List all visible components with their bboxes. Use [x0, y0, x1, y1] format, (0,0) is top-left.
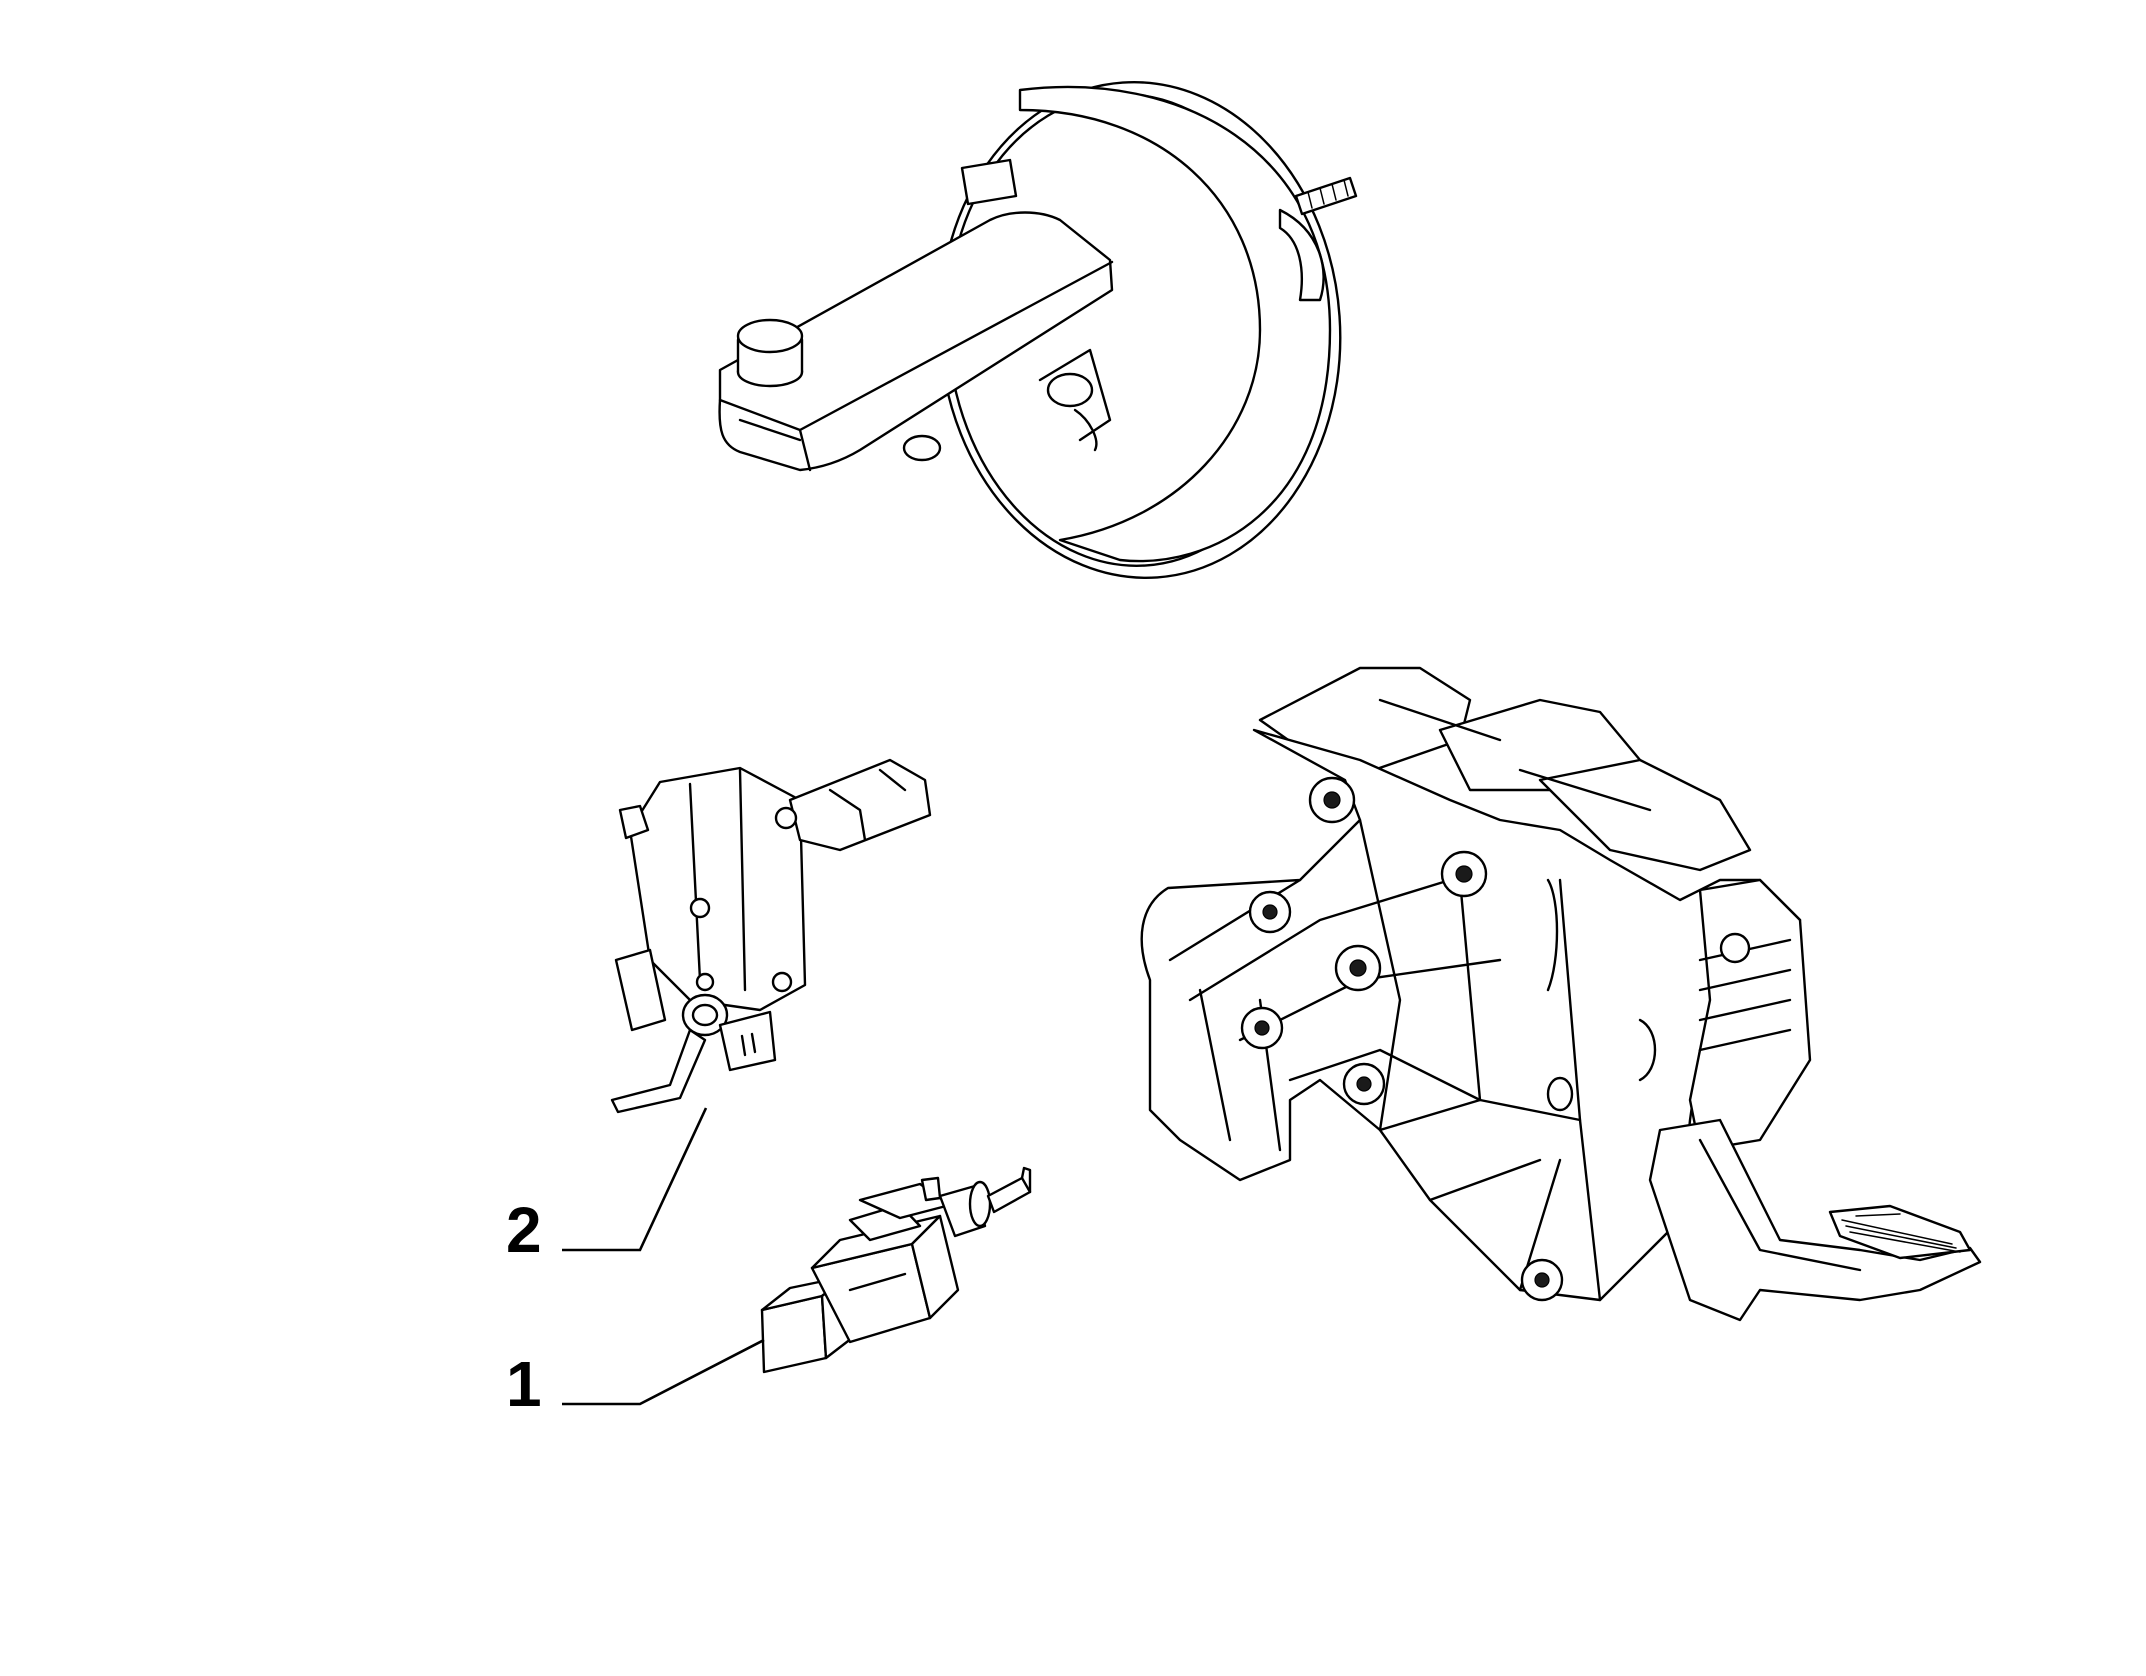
- callout-label-2: 2: [506, 1194, 542, 1266]
- callout-2: 2: [506, 1107, 708, 1266]
- brake-light-switch: [760, 1166, 1032, 1374]
- leader-line-2: [562, 1107, 708, 1252]
- pedal-box-assembly: [1140, 666, 1982, 1322]
- clutch-pedal-switch: [610, 758, 932, 1114]
- callout-label-1: 1: [506, 1348, 542, 1420]
- brake-booster-assembly: [718, 81, 1358, 579]
- callout-1: 1: [506, 1338, 765, 1420]
- leader-line-1: [562, 1338, 765, 1406]
- bolt-group: [1240, 776, 1564, 1302]
